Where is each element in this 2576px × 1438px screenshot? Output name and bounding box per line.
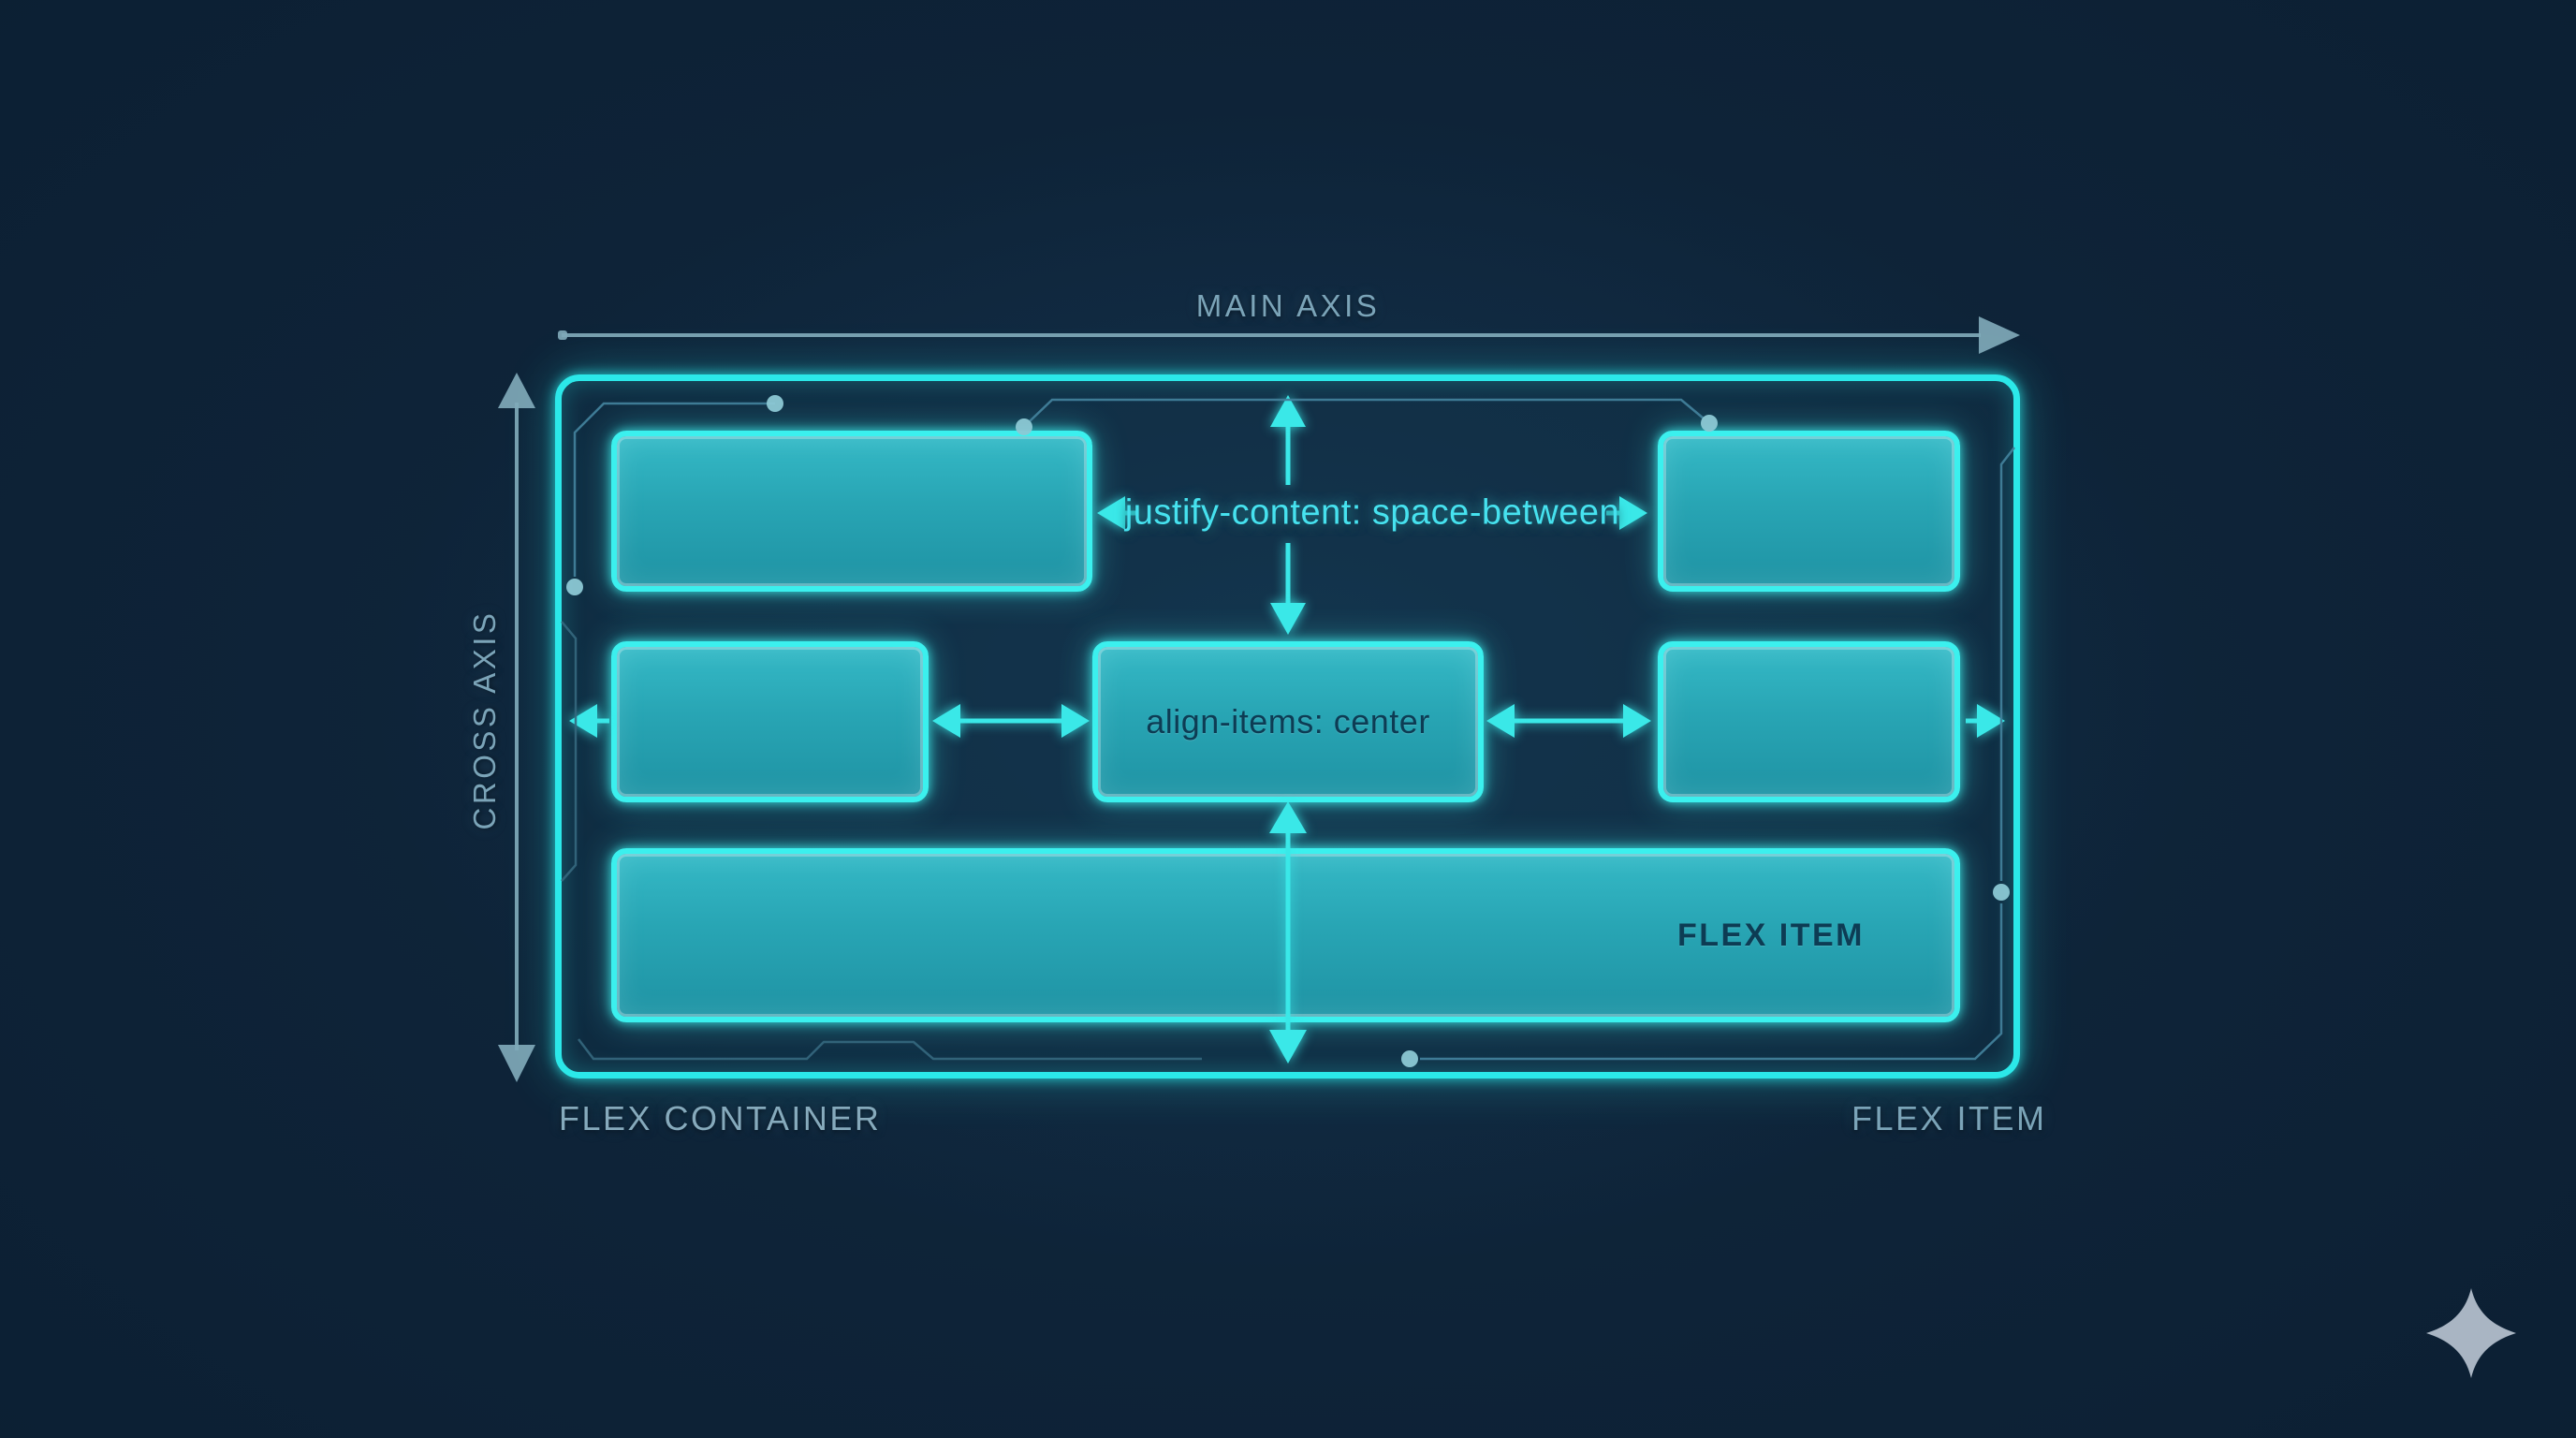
flex-item-box-label: FLEX ITEM xyxy=(1676,917,1865,953)
flex-item-box-middle-right xyxy=(1658,641,1960,802)
flex-item-box-top-right xyxy=(1658,431,1960,592)
flex-item-box-middle-left xyxy=(611,641,929,802)
flex-item-caption: FLEX ITEM xyxy=(1852,1099,2047,1137)
justify-content-annotation: justify-content: space-between xyxy=(1124,492,1620,533)
flex-item-box-middle-center: align-items: center xyxy=(1092,641,1484,802)
align-items-annotation: align-items: center xyxy=(1146,702,1430,741)
sparkle-icon xyxy=(2426,1288,2516,1378)
cross-axis-arrow xyxy=(498,373,535,1082)
main-axis-label: MAIN AXIS xyxy=(1195,288,1381,323)
flex-item-box-top-left xyxy=(611,431,1092,592)
flex-container-caption: FLEX CONTAINER xyxy=(559,1099,882,1137)
cross-axis-label: CROSS AXIS xyxy=(467,609,502,830)
flex-item-box-bottom: FLEX ITEM xyxy=(611,848,1960,1022)
